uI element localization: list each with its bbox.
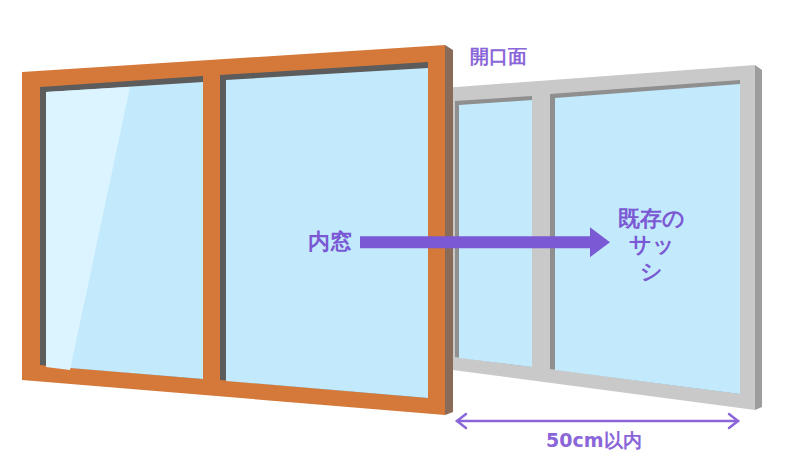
dimension-label: 50cm以内 xyxy=(546,428,642,454)
dimension-arrow xyxy=(457,414,738,428)
window-label-box: 内窓 xyxy=(304,227,356,257)
purple-arrow xyxy=(360,227,610,257)
window-label-box: 既存のサッシ xyxy=(614,204,689,287)
inner-window xyxy=(22,45,453,415)
window-label: 既存のサッシ xyxy=(618,206,685,285)
window-label: 内窓 xyxy=(308,229,352,255)
surface-label: 開口面 xyxy=(470,44,527,70)
